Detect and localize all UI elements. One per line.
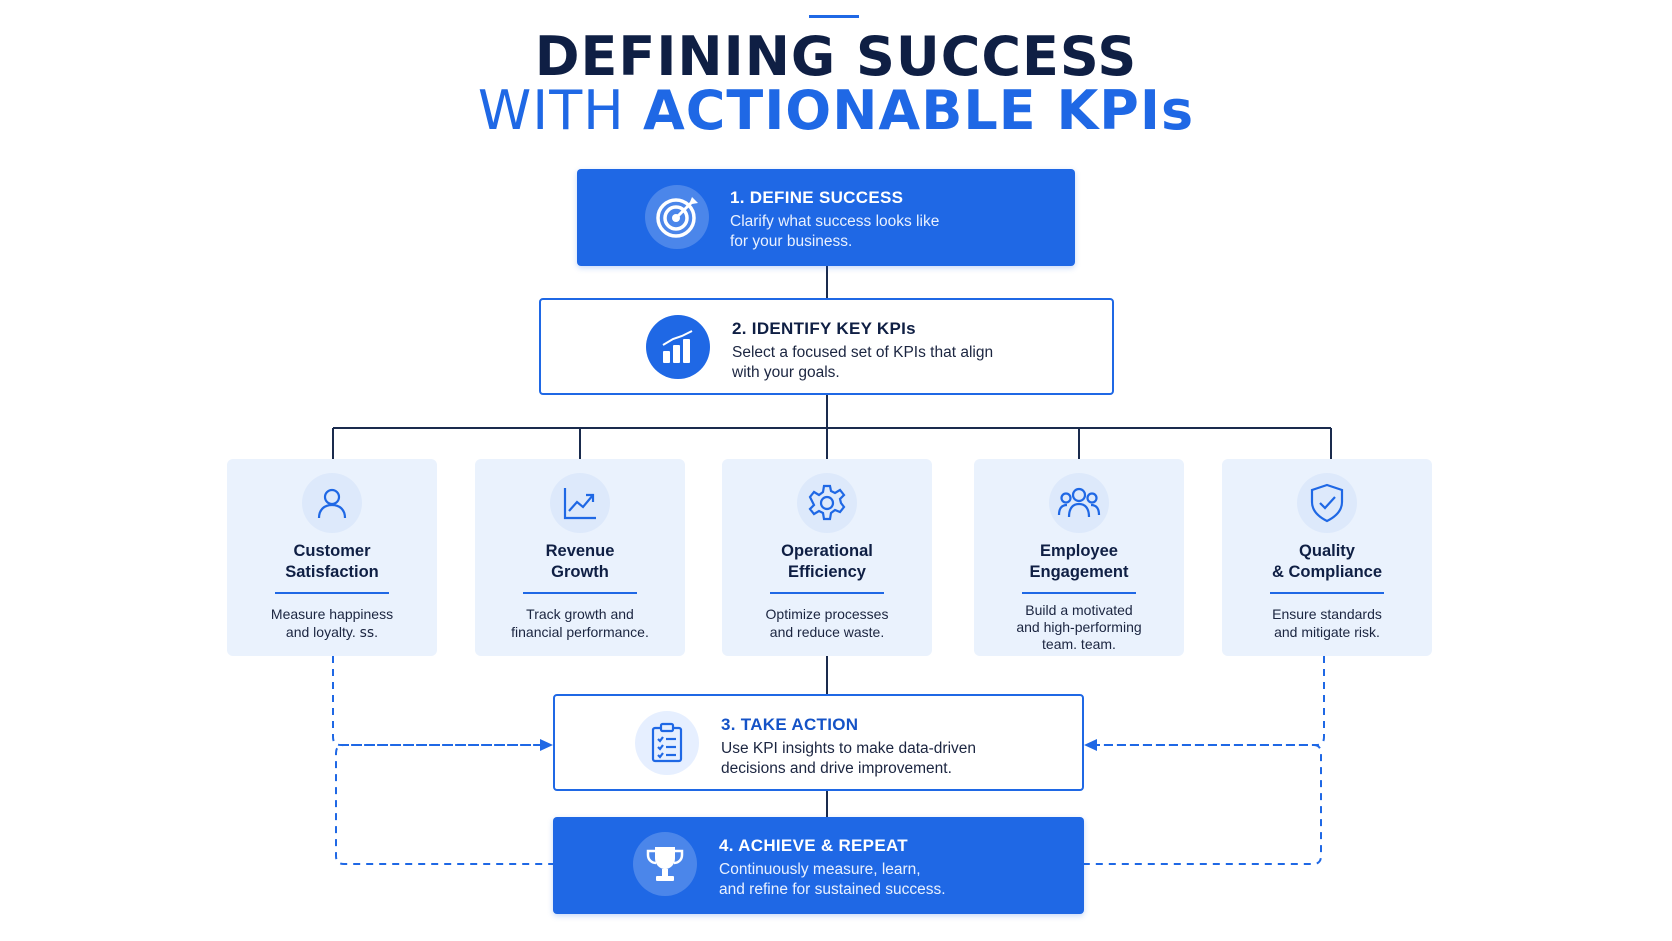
kpi-description: Measure happiness and loyalty. ꜱꜱ. bbox=[227, 605, 437, 641]
kpi-desc-line: and loyalty. ꜱꜱ. bbox=[285, 624, 379, 640]
kpi-desc-line: Optimize processes bbox=[765, 606, 889, 622]
kpi-desc-line: Measure happiness bbox=[270, 606, 394, 622]
title-accent-bar bbox=[809, 15, 859, 18]
step-description: Use KPI insights to make data-driven deci… bbox=[721, 739, 976, 779]
kpi-title: Quality & Compliance bbox=[1222, 541, 1432, 583]
step-description: Clarify what success looks like for your … bbox=[730, 212, 939, 252]
step-desc-line: and refine for sustained success. bbox=[719, 881, 946, 898]
feedback-left-loop bbox=[335, 744, 553, 865]
kpi-title-line: Efficiency bbox=[788, 563, 866, 581]
step-title: 4. ACHIEVE & REPEAT bbox=[719, 836, 908, 855]
step-text: 3. TAKE ACTION Use KPI insights to make … bbox=[721, 715, 976, 779]
page-title-line-2-prefix: WITH bbox=[477, 79, 643, 142]
kpi-divider bbox=[523, 592, 637, 594]
step-desc-line: with your goals. bbox=[732, 364, 840, 381]
step-achieve-repeat: 4. ACHIEVE & REPEAT Continuously measure… bbox=[553, 817, 1084, 914]
step-take-action: 3. TAKE ACTION Use KPI insights to make … bbox=[553, 694, 1084, 791]
kpi-title-line: Engagement bbox=[1029, 563, 1129, 581]
kpi-description: Track growth and financial performance. bbox=[475, 605, 685, 641]
kpi-divider bbox=[1022, 592, 1136, 594]
kpi-desc-line: Track growth and bbox=[526, 606, 634, 622]
gear-icon bbox=[797, 473, 857, 533]
arrow-into-step3-right bbox=[1084, 739, 1097, 751]
step-desc-line: Use KPI insights to make data-driven bbox=[721, 740, 977, 757]
feedback-right-loop bbox=[1083, 744, 1322, 865]
step-text: 4. ACHIEVE & REPEAT Continuously measure… bbox=[719, 836, 946, 900]
team-icon bbox=[1049, 473, 1109, 533]
kpi-desc-line: financial performance. bbox=[511, 624, 649, 640]
user-icon bbox=[302, 473, 362, 533]
step-title: 2. IDENTIFY KEY KPIs bbox=[732, 319, 916, 338]
kpi-desc-line: and high-performing bbox=[1016, 619, 1142, 635]
kpi-title-line: & Compliance bbox=[1271, 563, 1383, 581]
step-text: 1. DEFINE SUCCESS Clarify what success l… bbox=[730, 188, 939, 252]
kpi-divider bbox=[1270, 592, 1384, 594]
page-title-line-2-emphasis: ACTIONABLE KPIs bbox=[642, 79, 1195, 142]
step-identify-kpis: 2. IDENTIFY KEY KPIs Select a focused se… bbox=[539, 298, 1114, 395]
kpi-description: Ensure standards and mitigate risk. bbox=[1222, 605, 1432, 641]
feedback-left-upper bbox=[332, 656, 544, 746]
kpi-card-quality-compliance: Quality & Compliance Ensure standards and … bbox=[1222, 459, 1432, 656]
step-desc-line: decisions and drive improvement. bbox=[721, 760, 952, 777]
feedback-right-upper bbox=[1093, 656, 1325, 746]
kpi-title-line: Revenue bbox=[545, 542, 615, 560]
kpi-divider bbox=[275, 592, 389, 594]
kpi-title-line: Satisfaction bbox=[285, 563, 379, 581]
step-description: Continuously measure, learn, and refine f… bbox=[719, 860, 946, 900]
kpi-title-line: Employee bbox=[1040, 542, 1118, 560]
step-desc-line: for your business. bbox=[730, 233, 853, 250]
kpi-desc-line: team. team. bbox=[1042, 636, 1116, 652]
step-text: 2. IDENTIFY KEY KPIs Select a focused se… bbox=[732, 319, 993, 383]
kpi-title-line: Customer bbox=[293, 542, 371, 560]
step-define-success: 1. DEFINE SUCCESS Clarify what success l… bbox=[577, 169, 1075, 266]
kpi-desc-line: Build a motivated bbox=[1025, 602, 1133, 618]
kpi-title-line: Growth bbox=[551, 563, 609, 581]
step-desc-line: Select a focused set of KPIs that align bbox=[732, 344, 994, 361]
arrow-into-step3-left bbox=[540, 739, 553, 751]
trophy-icon bbox=[633, 832, 697, 896]
step-title: 1. DEFINE SUCCESS bbox=[730, 188, 904, 207]
step-desc-line: Continuously measure, learn, bbox=[719, 861, 921, 878]
page-title-line-1: DEFINING SUCCESS bbox=[534, 25, 1138, 88]
target-icon bbox=[645, 185, 709, 249]
step-title: 3. TAKE ACTION bbox=[721, 715, 859, 734]
kpi-divider bbox=[770, 592, 884, 594]
clipboard-checklist-icon bbox=[635, 711, 699, 775]
kpi-description: Optimize processes and reduce waste. bbox=[722, 605, 932, 641]
kpi-title-line: Quality bbox=[1299, 542, 1355, 560]
step-description: Select a focused set of KPIs that align w… bbox=[732, 343, 993, 383]
trend-up-icon bbox=[550, 473, 610, 533]
bar-chart-icon bbox=[646, 315, 710, 379]
kpi-desc-line: and mitigate risk. bbox=[1274, 624, 1380, 640]
page-title-line-2: WITH ACTIONABLE KPIs bbox=[0, 84, 1672, 138]
step-desc-line: Clarify what success looks like bbox=[730, 213, 940, 230]
shield-check-icon bbox=[1297, 473, 1357, 533]
kpi-title-line: Operational bbox=[781, 542, 873, 560]
kpi-desc-line: Ensure standards bbox=[1272, 606, 1382, 622]
kpi-desc-line: and reduce waste. bbox=[769, 624, 885, 640]
